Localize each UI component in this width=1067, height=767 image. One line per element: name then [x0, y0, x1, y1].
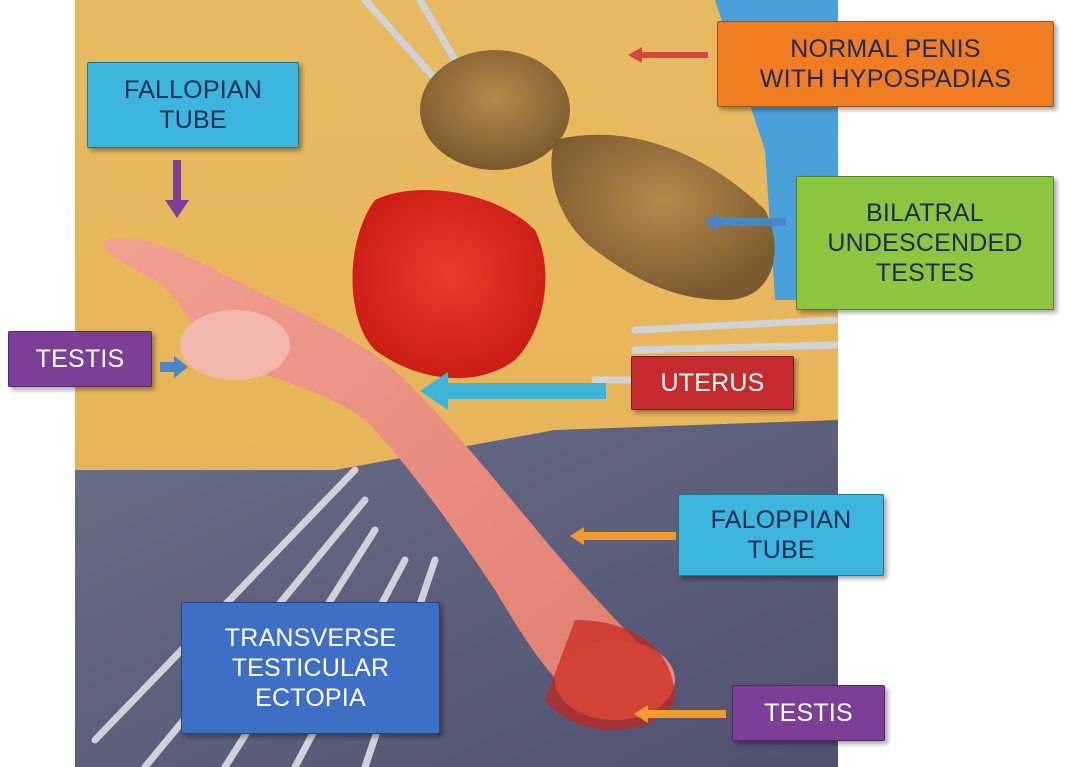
scrotum	[551, 134, 775, 300]
label-uterus: UTERUS	[631, 356, 794, 410]
arrow-testis-left	[160, 356, 188, 378]
arrow-testis-bottom	[634, 705, 726, 723]
arrow-uterus	[420, 372, 606, 410]
label-faloppian-tube-right: FALOPPIAN TUBE	[678, 494, 884, 576]
penis	[420, 50, 570, 170]
arrow-undescended	[704, 213, 786, 231]
blood-bottom	[545, 620, 675, 730]
label-testis-bottom: TESTIS	[732, 685, 885, 741]
arrow-fallopian-top	[165, 160, 189, 218]
arrow-penis	[628, 47, 708, 63]
label-testis-left: TESTIS	[8, 331, 152, 387]
label-fallopian-tube-top: FALLOPIAN TUBE	[87, 62, 299, 148]
uterus	[352, 190, 546, 379]
label-normal-penis: NORMAL PENIS WITH HYPOSPADIAS	[717, 21, 1054, 107]
testis-left	[180, 310, 290, 380]
label-transverse-testicular-ectopia: TRANSVERSE TESTICULAR ECTOPIA	[181, 602, 440, 734]
arrow-faloppian-right	[570, 527, 676, 545]
label-bilateral-undescended-testes: BILATRAL UNDESCENDED TESTES	[796, 176, 1054, 310]
